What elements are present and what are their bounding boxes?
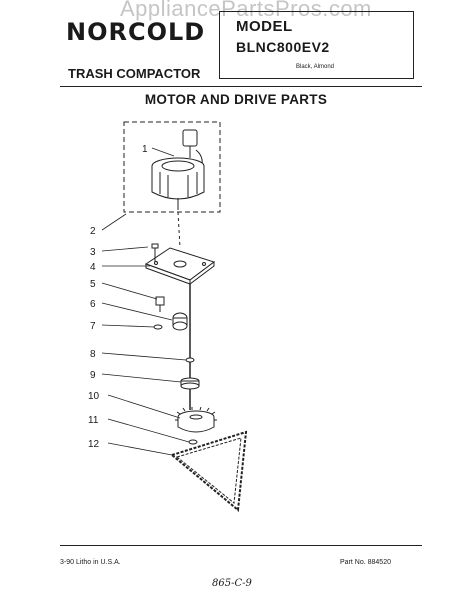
callout-4: 4 [90, 262, 96, 273]
bushing-part [155, 296, 165, 312]
leader-line-7 [101, 324, 155, 328]
motor-assembly-box [123, 121, 221, 213]
header-divider [60, 86, 422, 87]
leader-line-5 [101, 282, 158, 300]
washer-part [185, 357, 195, 363]
callout-8: 8 [90, 349, 96, 360]
leader-line-12 [107, 442, 173, 456]
spacer-part [180, 377, 200, 390]
model-colors: Black, Almond [296, 64, 335, 70]
product-name: TRASH COMPACTOR [68, 66, 201, 81]
callout-10: 10 [88, 391, 100, 402]
watermark: AppliancePartsPros.com [120, 0, 372, 21]
leader-line-2 [101, 213, 127, 231]
small-washer-part [153, 324, 163, 330]
callout-3: 3 [90, 247, 96, 258]
leader-line-3 [101, 246, 149, 252]
model-label: MODEL [236, 18, 293, 35]
callout-11: 11 [88, 415, 99, 426]
brand-logo: NORCOLD [66, 18, 206, 46]
pinion-gear-part [172, 312, 188, 331]
callout-2: 2 [90, 226, 96, 237]
callout-7: 7 [90, 321, 96, 332]
retainer-part [188, 439, 198, 445]
leader-line-8 [101, 352, 187, 361]
leader-line-9 [101, 373, 182, 383]
mounting-bracket-part [144, 247, 216, 285]
callout-6: 6 [90, 299, 96, 310]
callout-1: 1 [142, 144, 148, 155]
assembly-guide-line [177, 211, 181, 249]
callout-12: 12 [88, 439, 100, 450]
callout-5: 5 [90, 279, 96, 290]
footer-divider [60, 545, 422, 546]
callout-numbers: 1 2 3 4 5 6 7 8 9 10 11 12 [88, 144, 148, 450]
callout-9: 9 [90, 370, 96, 381]
footer-litho: 3-90 Litho in U.S.A. [60, 559, 121, 566]
leader-line-6 [101, 302, 173, 321]
leader-line-1 [151, 147, 175, 157]
footer-part-number: Part No. 884520 [340, 559, 391, 566]
leader-line-11 [107, 418, 190, 443]
chain-part [169, 430, 248, 512]
sprocket-part [175, 406, 217, 433]
screw-part [151, 243, 159, 262]
model-number: BLNC800EV2 [236, 39, 330, 55]
section-title: MOTOR AND DRIVE PARTS [144, 92, 328, 107]
model-box: MODEL BLNC800EV2 Black, Almond [219, 11, 414, 79]
handwritten-note: 865-C-9 [212, 578, 252, 589]
leader-lines [101, 147, 190, 456]
leader-line-10 [107, 394, 181, 419]
motor-part [151, 129, 205, 210]
